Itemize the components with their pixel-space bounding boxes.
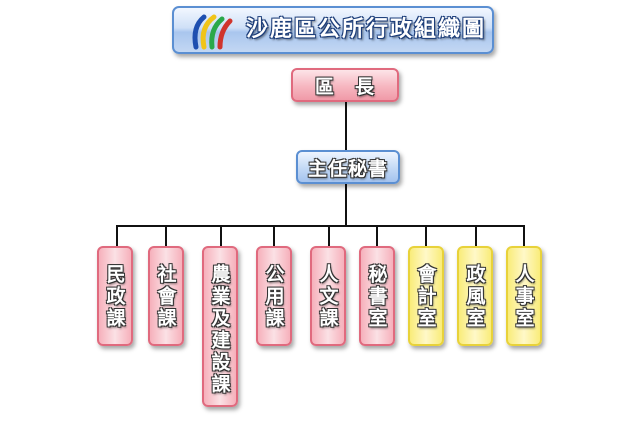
department-label: 公用課 — [262, 264, 285, 330]
connector-drop-1 — [116, 225, 118, 246]
connector-drop-7 — [425, 225, 427, 246]
department-node[interactable]: 社會課 — [148, 246, 184, 346]
head-node[interactable]: 區 長 — [291, 68, 399, 102]
connector-drop-2 — [165, 225, 167, 246]
department-node[interactable]: 農業及建設課 — [202, 246, 238, 407]
department-label: 會計室 — [414, 264, 437, 330]
connector-drop-5 — [328, 225, 330, 246]
department-node[interactable]: 人文課 — [310, 246, 346, 346]
title-banner: 沙鹿區公所行政組織圖 — [172, 6, 494, 54]
department-node[interactable]: 會計室 — [408, 246, 444, 346]
connector-drop-3 — [220, 225, 222, 246]
connector-secretary-bus — [345, 182, 347, 226]
department-node[interactable]: 人事室 — [506, 246, 542, 346]
connector-drop-9 — [523, 225, 525, 246]
secretary-label: 主任秘書 — [307, 157, 388, 180]
head-label: 區 長 — [314, 75, 375, 98]
department-label: 人事室 — [512, 264, 535, 330]
connector-drop-6 — [376, 225, 378, 246]
secretary-node[interactable]: 主任秘書 — [296, 150, 400, 184]
department-label: 民政課 — [103, 264, 126, 330]
department-label: 人文課 — [316, 264, 339, 330]
department-label: 農業及建設課 — [208, 264, 231, 396]
department-node[interactable]: 民政課 — [97, 246, 133, 346]
department-node[interactable]: 秘書室 — [359, 246, 395, 346]
department-node[interactable]: 政風室 — [457, 246, 493, 346]
connector-drop-8 — [475, 225, 477, 246]
department-label: 社會課 — [154, 264, 177, 330]
department-label: 秘書室 — [365, 264, 388, 330]
department-label: 政風室 — [463, 264, 486, 330]
connector-horizontal-bus — [116, 225, 525, 227]
connector-drop-4 — [273, 225, 275, 246]
department-node[interactable]: 公用課 — [256, 246, 292, 346]
connector-head-secretary — [345, 100, 347, 152]
page-title: 沙鹿區公所行政組織圖 — [246, 17, 487, 42]
logo-icon — [192, 14, 233, 50]
